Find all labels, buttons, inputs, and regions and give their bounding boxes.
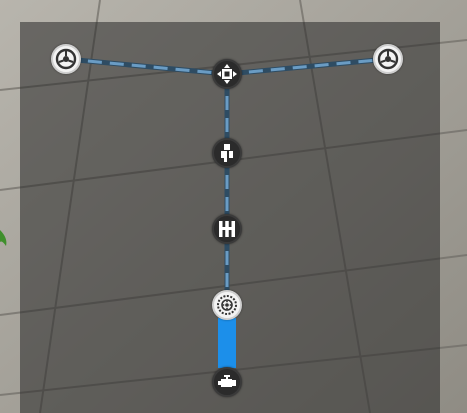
leaf-decoration — [0, 230, 7, 246]
wheel-icon — [377, 48, 399, 70]
engine[interactable] — [212, 367, 242, 397]
wheel-front-left[interactable] — [51, 44, 81, 74]
transfer-case-icon — [221, 144, 233, 162]
clutch[interactable] — [212, 290, 242, 320]
clutch-icon — [217, 295, 237, 315]
shaft-engine-active — [218, 318, 236, 368]
shaft-left — [65, 56, 228, 77]
wheel-front-right[interactable] — [373, 44, 403, 74]
wheel-icon — [55, 48, 77, 70]
gearbox-icon — [219, 221, 235, 237]
gearbox[interactable] — [212, 214, 242, 244]
differential[interactable] — [212, 59, 242, 89]
shaft-right — [226, 56, 389, 77]
transfer-case[interactable] — [212, 138, 242, 168]
engine-icon — [218, 375, 236, 387]
differential-icon — [217, 64, 237, 84]
